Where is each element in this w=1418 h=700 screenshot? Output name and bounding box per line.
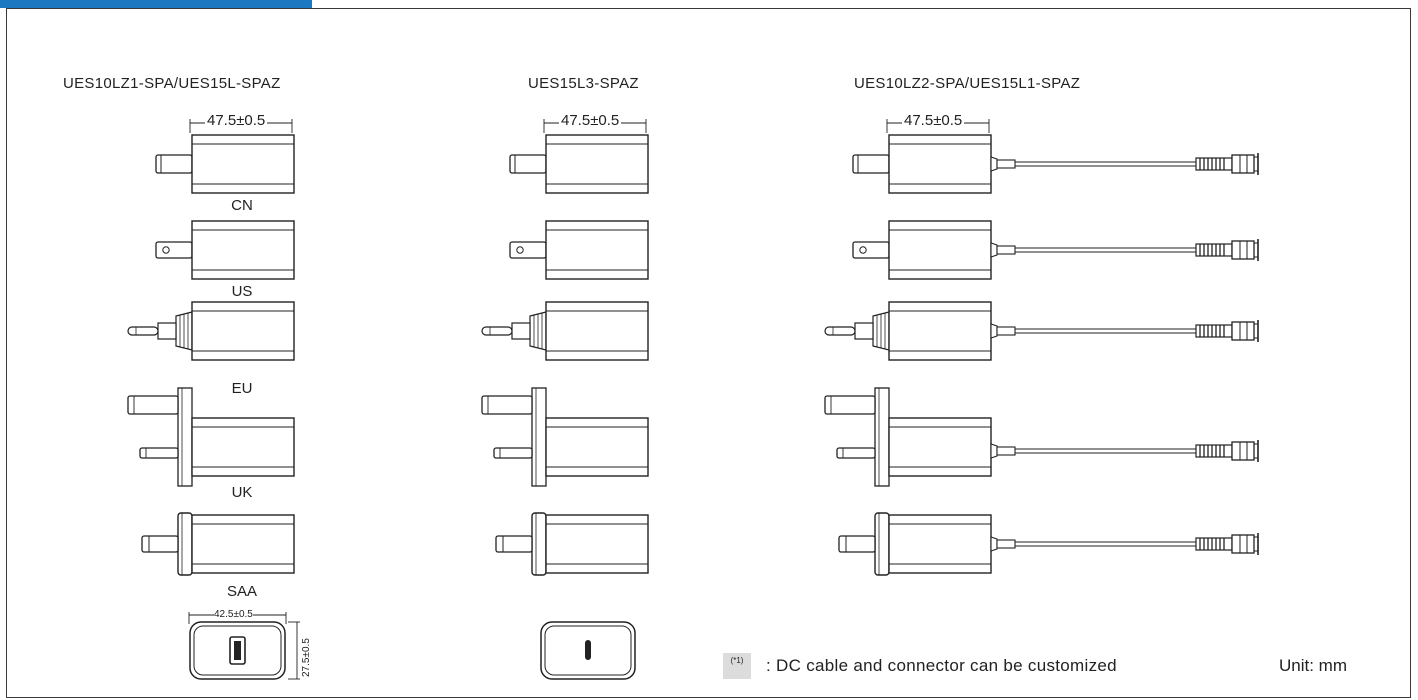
header-accent-bar [0,0,312,8]
col3-uk [824,387,1259,487]
col3-saa [838,512,1259,576]
note-text: : DC cable and connector can be customiz… [766,656,1117,675]
col2-eu [481,301,649,361]
column-title-1: UES10LZ1-SPA/UES15L-SPAZ [63,75,281,92]
col1-us [155,220,295,280]
region-label-cn: CN [231,197,253,214]
col1-cn [155,134,295,194]
column-title-2: UES15L3-SPAZ [528,75,639,92]
column-title-3: UES10LZ2-SPA/UES15L1-SPAZ [854,75,1081,92]
unit-label: Unit: mm [1279,656,1347,675]
front-view-usb-a [188,612,300,680]
front-width-dimension: 42.5±0.5 [214,609,253,620]
col2-uk [481,387,649,487]
col1-width-dimension: 47.5±0.5 [205,112,268,129]
col2-saa [495,512,649,576]
col1-eu [127,301,295,361]
col3-us [852,220,1259,280]
region-label-saa: SAA [226,583,257,600]
col3-eu [824,301,1259,361]
col1-saa [141,512,295,576]
col2-cn [509,134,649,194]
col3-width-dimension: 47.5±0.5 [902,112,965,129]
region-label-eu: EU [231,380,253,397]
col1-uk [127,387,295,487]
drawing-frame [6,8,1411,698]
region-label-us: US [231,283,253,300]
front-height-dimension: 27.5±0.5 [301,638,312,677]
col3-cn [852,134,1259,194]
region-label-uk: UK [231,484,253,501]
note-badge: (*1) [723,653,751,679]
col2-width-dimension: 47.5±0.5 [559,112,622,129]
front-view-usb-c [540,621,636,680]
col2-us [509,220,649,280]
